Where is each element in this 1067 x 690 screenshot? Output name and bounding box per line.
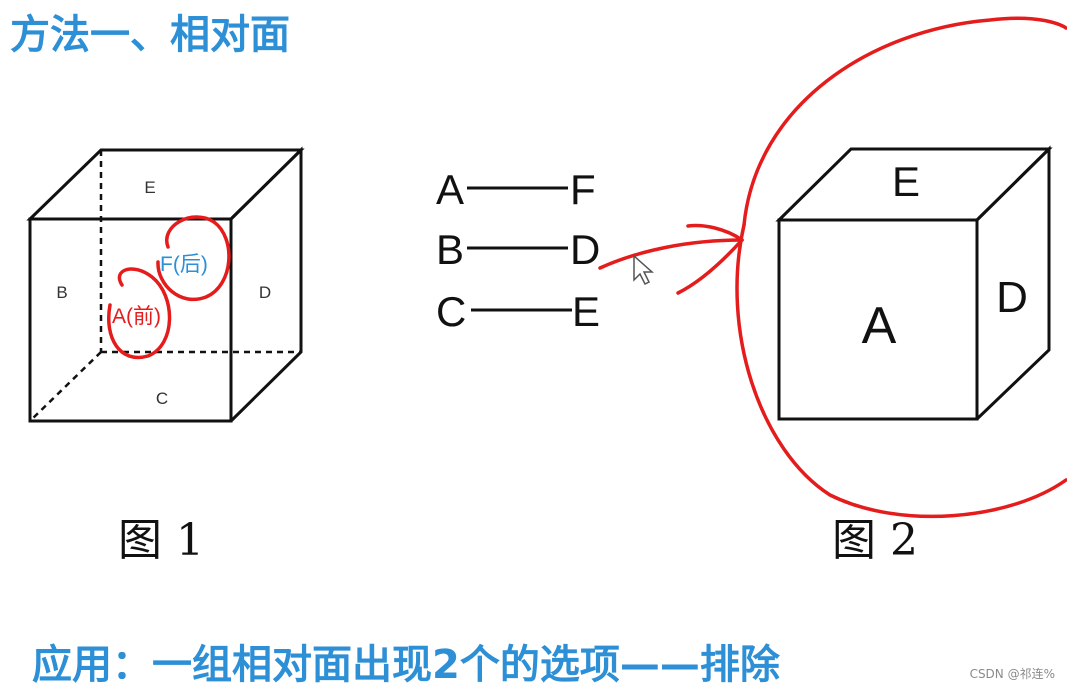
figure1-caption: 图 1	[118, 515, 204, 566]
cube2-label-top: E	[892, 158, 920, 205]
figure1-cube	[26, 146, 305, 423]
cube1-top-face	[26, 148, 305, 221]
watermark: CSDN @祁连%	[969, 667, 1055, 681]
circle-around-A	[107, 267, 172, 360]
footer-note: 应用：一组相对面出现2个的选项——排除	[32, 642, 780, 688]
figure2-cube	[775, 145, 1053, 421]
figure2-caption: 图 2	[832, 515, 918, 566]
cube1-label-bottom: C	[156, 389, 168, 408]
big-circle-top	[742, 16, 1067, 227]
cube2-label-front: A	[862, 297, 897, 355]
big-circle-bottom	[735, 223, 1067, 519]
page-title: 方法一、相对面	[10, 12, 290, 58]
cube2-right-face	[975, 145, 1051, 421]
annotation-arrow	[598, 223, 744, 295]
cube2-label-right: D	[996, 273, 1028, 322]
pair-1-left: A	[436, 166, 464, 213]
pair-2-left: B	[436, 226, 464, 273]
cube1-label-top: E	[144, 178, 155, 197]
cube1-label-front: A(前)	[112, 305, 161, 328]
pair-2-right: D	[570, 226, 600, 273]
circle-around-F	[156, 215, 231, 302]
cube1-right-face	[229, 146, 303, 423]
cube1-label-right: D	[259, 283, 271, 302]
cursor-icon	[633, 254, 654, 286]
figure1-hidden-edges	[29, 150, 301, 422]
pair-3-left: C	[436, 288, 466, 335]
pair-connectors	[467, 186, 572, 312]
cube1-label-back: F(后)	[160, 253, 208, 276]
pair-1-right: F	[570, 166, 596, 213]
annotation-circles	[107, 16, 1067, 519]
cube1-label-left: B	[56, 283, 67, 302]
pair-3-right: E	[572, 288, 600, 335]
